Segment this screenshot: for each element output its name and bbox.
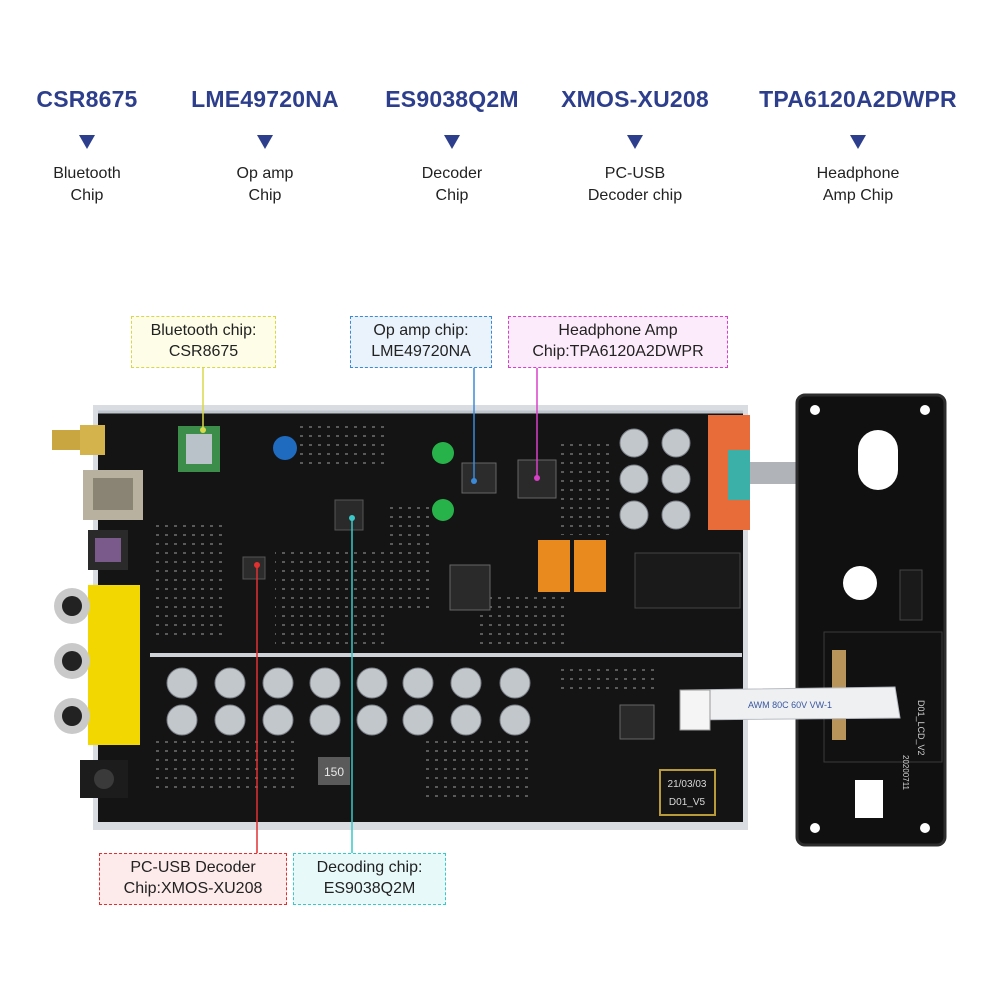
xmos-chip bbox=[242, 556, 266, 580]
date-tag-text: 21/03/03 bbox=[668, 779, 707, 790]
rca-jacks bbox=[54, 585, 140, 745]
chip-description: Decoder Chip bbox=[421, 165, 483, 204]
chip-name: CSR8675 bbox=[36, 86, 138, 112]
side-pcb-id: D01_LCD_V2 bbox=[916, 700, 926, 756]
down-arrow-icon bbox=[79, 135, 95, 149]
chip-column-xmos-xu208: XMOS-XU208 PC-USB Decoder chip bbox=[535, 86, 735, 207]
inductor bbox=[318, 757, 350, 785]
chip-name: ES9038Q2M bbox=[385, 86, 519, 112]
chip-description: Op amp Chip bbox=[236, 165, 294, 204]
version-tag-text: D01_V5 bbox=[669, 797, 706, 808]
chip-column-lme49720na: LME49720NA Op amp Chip bbox=[165, 86, 365, 207]
side-pcb-date: 20200711 bbox=[901, 755, 910, 791]
headphone-callout: Headphone Amp Chip:TPA6120A2DWPR bbox=[508, 316, 728, 368]
down-arrow-icon bbox=[444, 135, 460, 149]
chip-description: PC-USB Decoder chip bbox=[587, 165, 683, 204]
opamp-socket bbox=[449, 564, 491, 611]
date-tag bbox=[659, 769, 716, 816]
pcusb-callout: PC-USB Decoder Chip:XMOS-XU208 bbox=[99, 853, 287, 905]
antenna-connector bbox=[52, 430, 82, 450]
volume-shaft bbox=[750, 462, 810, 484]
chip-name: XMOS-XU208 bbox=[561, 86, 709, 112]
down-arrow-icon bbox=[257, 135, 273, 149]
chip-description: Headphone Amp Chip bbox=[816, 165, 900, 204]
down-arrow-icon bbox=[850, 135, 866, 149]
filter-capacitors bbox=[166, 667, 531, 736]
inductor-label: 150 bbox=[324, 765, 344, 779]
led bbox=[432, 499, 454, 521]
chip-name: TPA6120A2DWPR bbox=[759, 86, 957, 112]
chip-column-csr8675: CSR8675 Bluetooth Chip bbox=[0, 86, 187, 207]
down-arrow-icon bbox=[627, 135, 643, 149]
bluetooth-callout: Bluetooth chip: CSR8675 bbox=[131, 316, 276, 368]
opamp-callout: Op amp chip: LME49720NA bbox=[350, 316, 492, 368]
relay bbox=[574, 540, 606, 592]
capacitor bbox=[273, 436, 297, 460]
ribbon-text: AWM 80C 60V VW-1 bbox=[748, 700, 832, 710]
opamp-chip bbox=[461, 462, 497, 494]
chip-column-es9038q2m: ES9038Q2M Decoder Chip bbox=[352, 86, 552, 207]
chip-description: Bluetooth Chip bbox=[53, 165, 121, 204]
chip-column-tpa6120a2dwpr: TPA6120A2DWPR Headphone Amp Chip bbox=[758, 86, 958, 207]
led bbox=[432, 442, 454, 464]
output-capacitors bbox=[619, 428, 691, 530]
smd-components bbox=[150, 425, 655, 800]
chip-name: LME49720NA bbox=[191, 86, 339, 112]
decoder-chip bbox=[334, 499, 364, 531]
mcu-chip bbox=[619, 704, 655, 740]
headphone-jack bbox=[634, 552, 741, 609]
relay bbox=[538, 540, 570, 592]
decoding-callout: Decoding chip: ES9038Q2M bbox=[293, 853, 446, 905]
